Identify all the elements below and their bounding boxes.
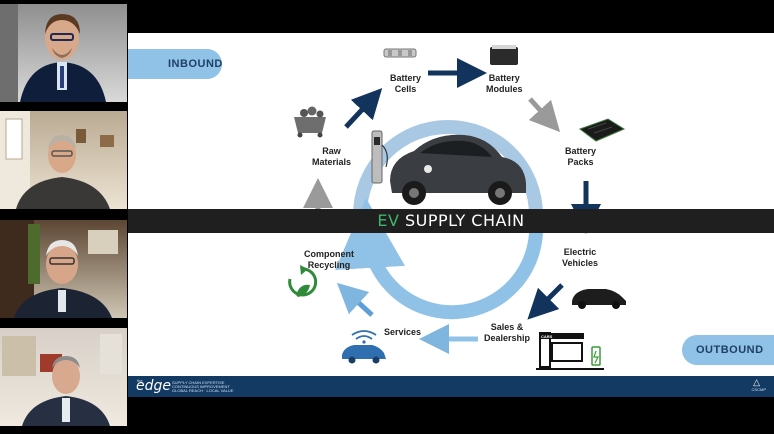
footer-tagline-1: SUPPLY CHAIN EXPERTISE	[172, 380, 225, 385]
stage-battery-cells: Battery Cells	[390, 73, 422, 94]
central-ring	[335, 120, 544, 320]
footer-tagline: SUPPLY CHAIN EXPERTISE CONTINUOUS IMPROV…	[172, 381, 233, 393]
participant-figure	[0, 4, 106, 102]
footer-logo: edge	[136, 378, 171, 394]
title-ev: EV	[377, 211, 400, 230]
battery-packs-icon	[578, 118, 626, 142]
title-banner: EV SUPPLY CHAIN	[128, 209, 774, 233]
slide-footer: the edge SUPPLY CHAIN EXPERTISE CONTINUO…	[128, 376, 774, 397]
supply-chain-diagram	[288, 45, 626, 370]
electric-car-image	[390, 134, 526, 205]
title-rest: SUPPLY CHAIN	[399, 211, 525, 230]
stage-raw-materials: Raw Materials	[312, 146, 352, 167]
stage-battery-modules: Battery Modules	[486, 73, 523, 94]
participant-figure	[0, 111, 114, 209]
footer-logo-prefix: the	[137, 378, 143, 383]
participant-video-2[interactable]	[0, 111, 127, 209]
stage-services: Services	[384, 327, 422, 337]
stage-sales-dealership: Sales & Dealership	[484, 322, 531, 343]
slide-title: EV SUPPLY CHAIN	[128, 211, 774, 230]
outbound-tag: OUTBOUND	[682, 335, 774, 365]
stage-component-recycling: Component Recycling	[304, 249, 354, 270]
electric-vehicle-icon	[572, 289, 626, 309]
participant-video-3[interactable]	[0, 220, 127, 318]
dealership-sign: CARS	[541, 334, 553, 339]
participant-figure	[0, 220, 118, 318]
dealership-icon	[536, 332, 604, 370]
stage-electric-vehicles: Electric Vehicles	[562, 247, 599, 268]
battery-cells-icon	[383, 48, 417, 58]
participant-figure	[2, 334, 122, 426]
footer-tagline-3: GLOBAL REACH · LOCAL VALUE	[172, 388, 234, 393]
stage-battery-packs: Battery Packs	[565, 146, 597, 167]
shared-slide: INBOUND OUTBOUND	[128, 33, 774, 397]
cscmp-logo-icon: △	[753, 377, 760, 387]
recycling-icon	[288, 265, 318, 297]
footer-tagline-2: CONTINUOUS IMPROVEMENT	[172, 384, 230, 389]
participant-video-4[interactable]	[0, 328, 127, 426]
participant-video-1[interactable]	[0, 4, 127, 102]
battery-modules-icon	[490, 45, 518, 65]
mining-cart-icon	[294, 106, 326, 138]
ev-charger-icon	[371, 130, 388, 184]
inbound-tag: INBOUND	[128, 49, 222, 79]
footer-brand: CSCMP	[751, 387, 766, 392]
connected-car-icon	[342, 330, 386, 364]
